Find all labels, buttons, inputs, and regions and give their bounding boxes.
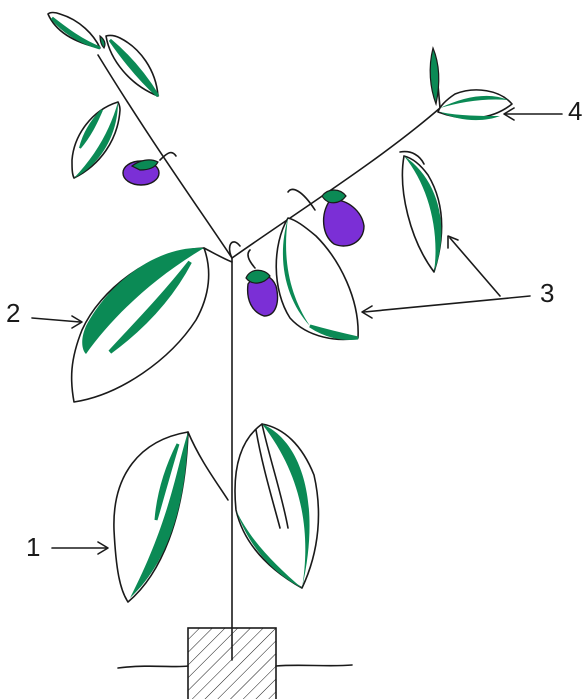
leaf-upper-left (72, 102, 120, 178)
leaf-top (100, 35, 158, 96)
leaf-1-right (235, 424, 318, 588)
leaf-1-left (114, 432, 228, 602)
label-3: 3 (540, 278, 554, 308)
label-1: 1 (26, 532, 40, 562)
leaf-3b (402, 156, 441, 272)
label-2-callout: 2 (6, 298, 82, 328)
leaf-2 (72, 248, 232, 402)
leaf-top-left-small (48, 13, 100, 49)
eggplant-fruit-2 (322, 190, 364, 246)
label-2: 2 (6, 298, 20, 328)
eggplant-fruit-1 (123, 160, 159, 185)
label-4-callout: 4 (504, 96, 582, 126)
label-3-callout: 3 (362, 236, 554, 318)
left-branch (98, 55, 232, 258)
leaf-4 (430, 48, 512, 120)
label-4: 4 (568, 96, 582, 126)
label-1-callout: 1 (26, 532, 108, 562)
eggplant-fruit-3 (246, 270, 278, 316)
